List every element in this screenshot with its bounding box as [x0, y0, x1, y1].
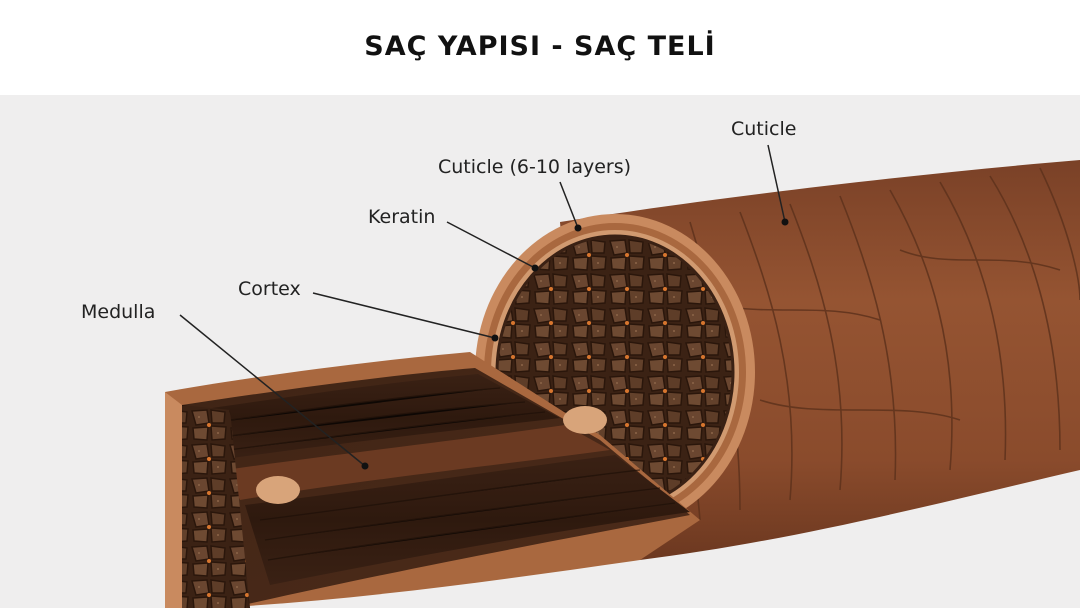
- page-title: SAÇ YAPISI - SAÇ TELİ: [364, 31, 716, 62]
- hair-diagram: Cuticle Cuticle (6-10 layers) Keratin Co…: [0, 95, 1080, 608]
- label-cortex: Cortex: [238, 278, 301, 300]
- hair-strand-illustration: Cuticle Cuticle (6-10 layers) Keratin Co…: [81, 118, 1080, 608]
- label-medulla: Medulla: [81, 301, 155, 323]
- leader-lines: [179, 144, 786, 467]
- medulla-hole-front: [256, 476, 300, 504]
- label-cuticle: Cuticle: [731, 118, 796, 140]
- label-keratin: Keratin: [368, 206, 435, 228]
- label-cuticle-layers: Cuticle (6-10 layers): [438, 156, 631, 178]
- leader-dots: [361, 218, 789, 470]
- medulla-band: [225, 425, 610, 500]
- title-bar: SAÇ YAPISI - SAÇ TELİ: [0, 0, 1080, 95]
- cortex-front-cells: [182, 405, 250, 608]
- medulla-hole: [563, 406, 607, 434]
